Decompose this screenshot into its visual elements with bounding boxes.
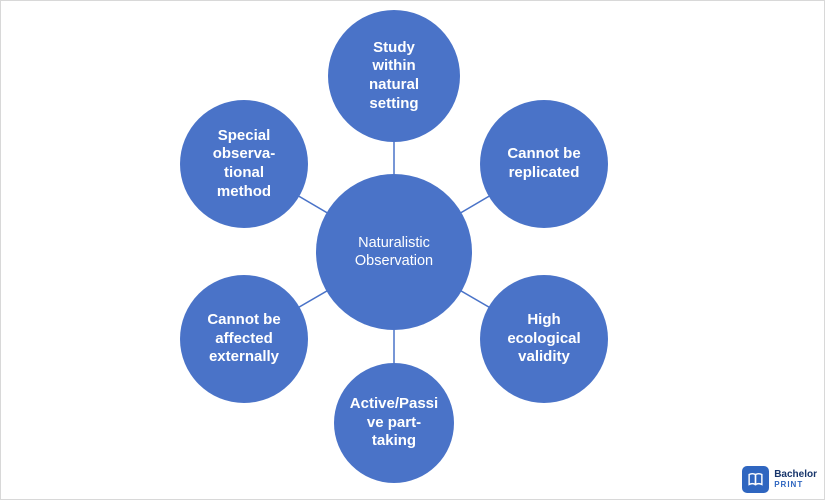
node-label: Study within natural setting bbox=[368, 38, 419, 112]
brand-logo: Bachelor PRINT bbox=[742, 466, 817, 493]
node-label: Cannot be affected externally bbox=[207, 310, 281, 366]
node-label: High ecological validity bbox=[507, 310, 581, 366]
node-naturalistic-observation: Naturalistic Observation bbox=[316, 174, 472, 330]
brand-wordmark: Bachelor PRINT bbox=[774, 470, 817, 489]
node-label: Cannot be replicated bbox=[507, 145, 581, 181]
node-study-within-natural-setting: Study within natural setting bbox=[328, 10, 460, 142]
book-icon bbox=[742, 466, 770, 493]
node-special-observational-method: Special observa- tional method bbox=[180, 100, 308, 228]
node-cannot-be-affected-externally: Cannot be affected externally bbox=[180, 275, 308, 403]
brand-subtitle: PRINT bbox=[774, 479, 804, 489]
center-node-label: Naturalistic Observation bbox=[354, 234, 434, 269]
node-cannot-be-replicated: Cannot be replicated bbox=[480, 100, 608, 228]
node-label: Special observa- tional method bbox=[212, 126, 276, 200]
node-active-passive-part-taking: Active/Passi ve part- taking bbox=[334, 363, 454, 483]
brand-name: Bachelor bbox=[774, 469, 817, 481]
node-label: Active/Passi ve part- taking bbox=[349, 394, 439, 450]
node-high-ecological-validity: High ecological validity bbox=[480, 275, 608, 403]
